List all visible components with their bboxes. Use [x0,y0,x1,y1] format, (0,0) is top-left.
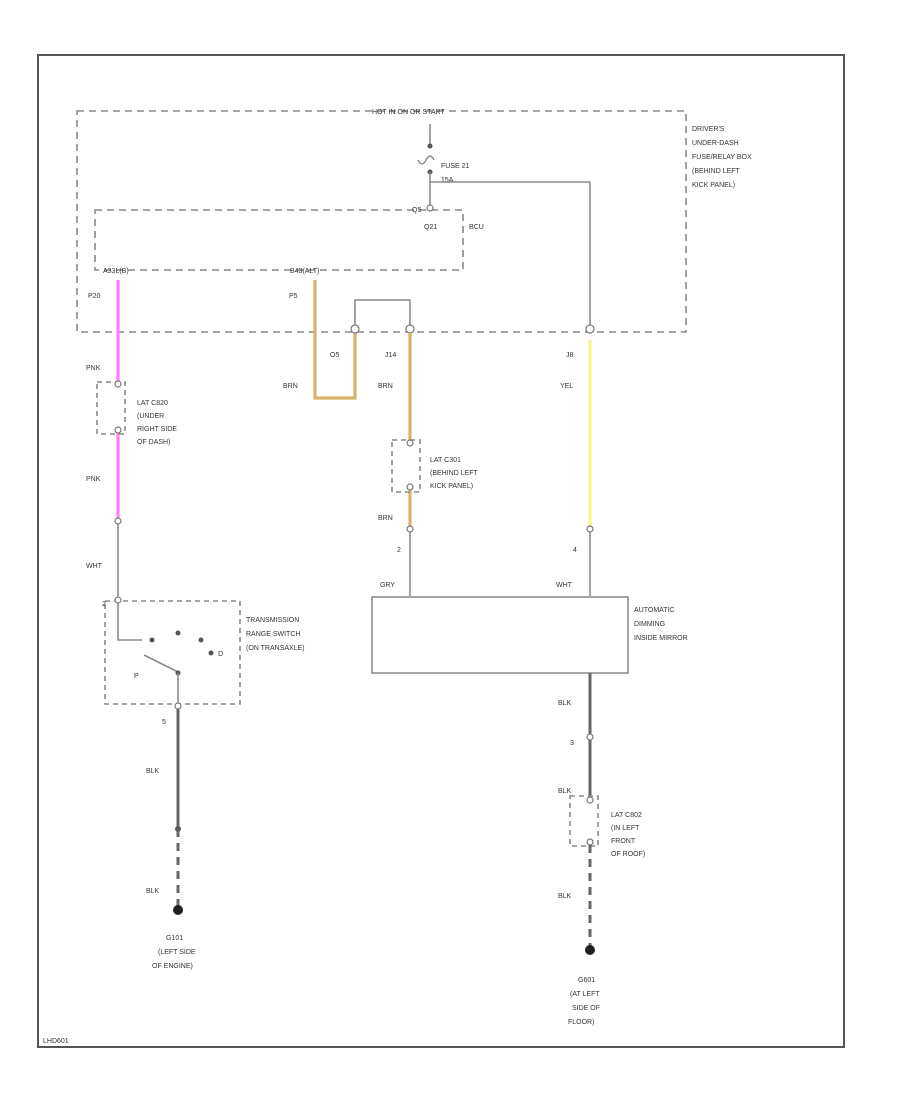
wire-label-pnk-top: PNK [86,365,101,372]
pin-p5: P5 [289,293,298,300]
svg-text:DIMMING: DIMMING [634,621,665,628]
trs-name: TRANSMISSION RANGE SWITCH (ON TRANSAXLE) [246,617,305,652]
mirror-pin-2: 2 [397,547,401,554]
svg-text:FLOOR): FLOOR) [568,1019,594,1026]
svg-text:UNDER-DASH: UNDER-DASH [692,140,739,147]
svg-text:(LEFT SIDE: (LEFT SIDE [158,949,196,956]
svg-text:OF ENGINE): OF ENGINE) [152,963,193,970]
svg-text:(ON TRANSAXLE): (ON TRANSAXLE) [246,645,305,652]
svg-text:FRONT: FRONT [611,838,636,845]
o5-to-j14-wire [354,299,411,326]
svg-text:RANGE SWITCH: RANGE SWITCH [246,631,300,638]
pin-j8: J8 [566,352,574,359]
svg-text:KICK PANEL): KICK PANEL) [430,483,473,490]
wire-label-yel: YEL [560,383,573,390]
svg-text:(UNDER: (UNDER [137,413,164,420]
svg-text:KICK PANEL): KICK PANEL) [692,182,735,189]
svg-text:TRANSMISSION: TRANSMISSION [246,617,299,624]
svg-text:LAT C820: LAT C820 [137,400,168,407]
svg-text:SIDE OF: SIDE OF [572,1005,600,1012]
ground-g601 [585,945,595,955]
fuse-box-location: DRIVER'S UNDER-DASH FUSE/RELAY BOX (BEHI… [692,126,752,189]
wire-label-brn-b: BRN [378,515,393,522]
svg-text:OF ROOF): OF ROOF) [611,851,645,858]
brn-loop-wire [313,280,357,400]
connector-c802-label: LAT C802 (IN LEFT FRONT OF ROOF) [611,812,645,858]
connector-c301 [391,439,421,493]
mirror-pin-3: 3 [570,740,574,747]
trs-pin-top: 2 [102,601,106,608]
pin-j14: J14 [385,352,396,359]
svg-text:RIGHT SIDE: RIGHT SIDE [137,426,177,433]
wire-label-blk-2: BLK [146,888,160,895]
trs-pos-d: D [218,651,223,658]
ground-g101-label: G101 (LEFT SIDE OF ENGINE) [152,935,196,970]
pin-mid: B43(ALT) [290,268,319,275]
svg-text:OF DASH): OF DASH) [137,439,170,446]
wire-label-wht-right: WHT [556,582,573,589]
svg-text:DRIVER'S: DRIVER'S [692,126,725,133]
trs-internal-wire [117,603,142,641]
wire-label-blk-5: BLK [558,893,572,900]
connector-c820 [96,381,126,435]
svg-text:(BEHIND LEFT: (BEHIND LEFT [692,168,741,175]
svg-text:LAT C802: LAT C802 [611,812,642,819]
transmission-range-switch [104,600,241,705]
connector-c802 [569,795,599,847]
connector-c301-label: LAT C301 (BEHIND LEFT KICK PANEL) [430,457,479,490]
svg-text:INSIDE MIRROR: INSIDE MIRROR [634,635,688,642]
wire-label-wht-left: WHT [86,563,103,570]
pin-p20: P20 [88,293,101,300]
wire-label-blk-3: BLK [558,700,572,707]
fuse-label: FUSE 21 [441,163,470,170]
wire-label-brn-a: BRN [378,383,393,390]
svg-text:(IN LEFT: (IN LEFT [611,825,640,832]
diagram-frame [37,54,845,1048]
svg-text:AUTOMATIC: AUTOMATIC [634,607,675,614]
ground-g101 [173,905,183,915]
ground-g601-label: G601 (AT LEFT SIDE OF FLOOR) [568,977,600,1026]
automatic-dimming-inside-mirror [371,596,629,674]
svg-text:(AT LEFT: (AT LEFT [570,991,600,998]
fuse-box-outline [76,110,687,333]
svg-text:G601: G601 [578,977,595,984]
trs-pos-p: P [134,673,139,680]
wire-label-brn-loop: BRN [283,383,298,390]
footer-code: LHD601 [43,1038,69,1045]
svg-text:G101: G101 [166,935,183,942]
pin-left: A33L(B) [103,268,129,275]
connector-c820-label: LAT C820 (UNDER RIGHT SIDE OF DASH) [137,400,177,446]
mirror-name: AUTOMATIC DIMMING INSIDE MIRROR [634,607,688,642]
wire-label-blk-1: BLK [146,768,160,775]
trs-pin-bottom: 5 [162,719,166,726]
pin-o5: O5 [330,352,339,359]
q-pin-top: Q5 [412,207,421,214]
svg-text:LAT C301: LAT C301 [430,457,461,464]
fuse-box-header: HOT IN ON OR START [372,109,445,116]
wire-label-gry: GRY [380,582,395,589]
mirror-pin-4: 4 [573,547,577,554]
fuse-rating: 15A [441,177,454,184]
bcu-outline [94,209,464,271]
svg-text:FUSE/RELAY BOX: FUSE/RELAY BOX [692,154,752,161]
trs-switch-arm [143,654,179,673]
wire-label-pnk-bottom: PNK [86,476,101,483]
bcu-label: BCU [469,224,484,231]
fuse-21: FUSE 21 15A [417,124,470,207]
svg-text:(BEHIND LEFT: (BEHIND LEFT [430,470,479,477]
wire-label-blk-4: BLK [558,788,572,795]
q-pin-label: Q21 [424,224,437,231]
